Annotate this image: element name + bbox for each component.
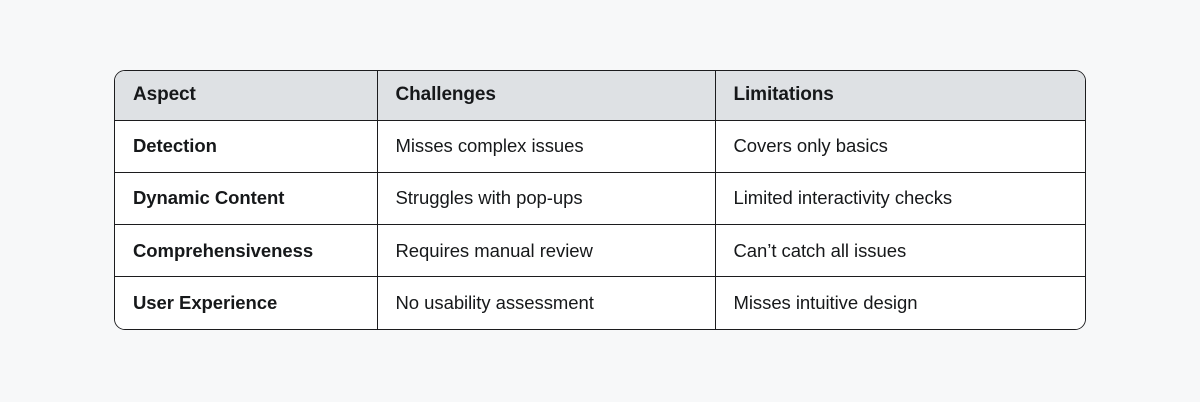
- cell-aspect: Comprehensiveness: [115, 224, 378, 278]
- cell-challenges: Misses complex issues: [377, 120, 716, 173]
- cell-challenges: No usability assessment: [377, 276, 716, 329]
- cell-challenges: Requires manual review: [377, 224, 716, 278]
- table-row: Detection Misses complex issues Covers o…: [115, 120, 1085, 173]
- cell-aspect: User Experience: [115, 276, 378, 329]
- column-header-aspect: Aspect: [115, 71, 378, 121]
- cell-aspect: Detection: [115, 120, 378, 173]
- cell-limitations: Limited interactivity checks: [715, 172, 1085, 226]
- comparison-table-container: Aspect Challenges Limitations Detection …: [114, 70, 1086, 330]
- cell-limitations: Misses intuitive design: [733, 292, 918, 314]
- table-row: Comprehensiveness Requires manual review…: [115, 224, 1085, 278]
- table-row: Dynamic Content Struggles with pop-ups L…: [115, 172, 1085, 226]
- cell-limitations: Covers only basics: [715, 120, 1085, 173]
- cell-challenges: Struggles with pop-ups: [377, 172, 716, 226]
- table-body: Detection Misses complex issues Covers o…: [115, 120, 1085, 329]
- cell-limitations: Can’t catch all issues: [715, 224, 1085, 278]
- table-header-row: Aspect Challenges Limitations: [115, 71, 1085, 121]
- table-header: Aspect Challenges Limitations: [115, 71, 1085, 121]
- column-header-challenges: Challenges: [377, 71, 716, 121]
- cell-aspect: Dynamic Content: [115, 172, 378, 226]
- comparison-table: Aspect Challenges Limitations Detection …: [115, 71, 1085, 329]
- column-header-limitations: Limitations: [715, 71, 1085, 121]
- table-row: User Experience No usability assessment …: [115, 276, 1085, 329]
